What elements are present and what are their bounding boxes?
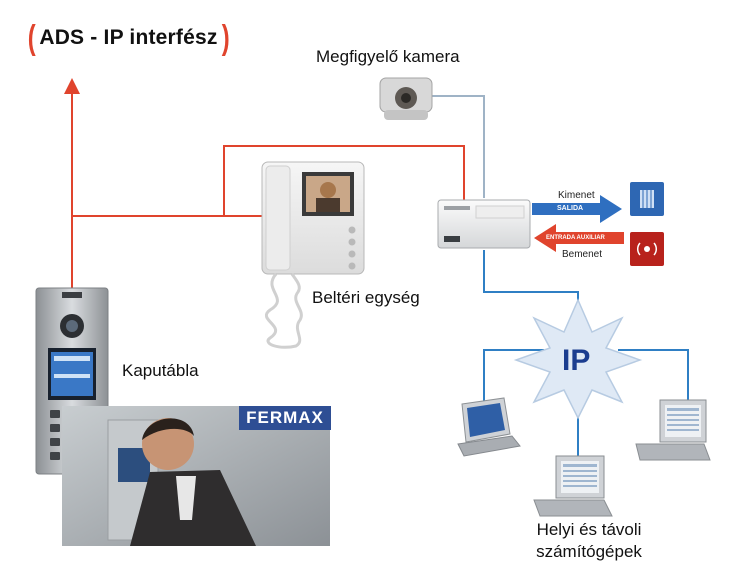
computers-label: Helyi és távoli számítógépek [524,519,654,563]
input-label: Bemenet [562,249,603,260]
input-arrow [534,224,624,252]
ads-ip-interface [437,199,531,249]
laptop [457,397,521,457]
surveillance-camera [379,77,433,120]
computers-label-line2: számítógépek [536,542,642,561]
red-sensor-icon [630,232,664,266]
ip-starburst [513,298,643,420]
ip-label: IP [562,344,591,377]
ads-bus-lines [71,92,465,288]
desktop-pc-local [533,455,613,517]
indoor-unit-label: Beltéri egység [312,288,420,307]
blue-relay-icon [630,182,664,216]
indoor-monitor [261,161,365,349]
title-open-bracket: ( [27,19,36,57]
output-arrow [532,195,622,223]
title-close-bracket: ) [221,19,230,57]
desktop-pc-remote [635,399,711,461]
fermax-logo: FERMAX [239,406,331,430]
output-label: Kimenet [558,190,595,201]
diagram-title: ( ADS - IP interfész ) [26,19,231,57]
input-arrow-text: ENTRADA AUXILIAR [546,235,605,241]
computers-label-line1: Helyi és távoli [536,520,642,539]
camera-line [432,95,485,198]
camera-label: Megfigyelő kamera [316,47,460,66]
up-arrow-head [64,78,80,94]
output-arrow-text: SALIDA [557,205,584,212]
door-panel-label: Kaputábla [122,361,199,380]
title-text: ADS - IP interfész [39,26,218,49]
